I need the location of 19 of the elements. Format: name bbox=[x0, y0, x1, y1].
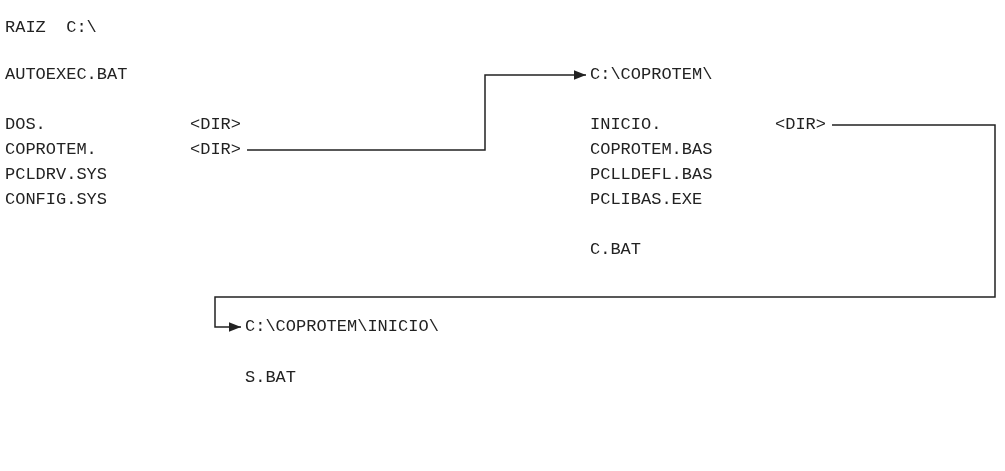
file-name: CONFIG.SYS bbox=[5, 190, 108, 210]
file-name: AUTOEXEC.BAT bbox=[5, 65, 128, 85]
file-name: COPROTEM.BAS bbox=[590, 140, 713, 160]
file-name: PCLIBAS.EXE bbox=[590, 190, 703, 210]
directory-name: COPROTEM. bbox=[5, 140, 97, 160]
arrow bbox=[214, 124, 996, 332]
arrow bbox=[246, 70, 587, 151]
dir-marker: <DIR> bbox=[190, 140, 241, 160]
directory-name: INICIO. bbox=[590, 115, 662, 135]
file-name: PCLDRV.SYS bbox=[5, 165, 108, 185]
dir-marker: <DIR> bbox=[775, 115, 826, 135]
dir-marker: <DIR> bbox=[190, 115, 241, 135]
file-name: S.BAT bbox=[245, 368, 296, 388]
directory-name: DOS. bbox=[5, 115, 46, 135]
drive-heading: RAIZ C:\ bbox=[5, 18, 97, 38]
file-name: C.BAT bbox=[590, 240, 641, 260]
directory-path: C:\COPROTEM\ bbox=[590, 65, 713, 85]
file-name: PCLLDEFL.BAS bbox=[590, 165, 713, 185]
directory-path: C:\COPROTEM\INICIO\ bbox=[245, 317, 439, 337]
